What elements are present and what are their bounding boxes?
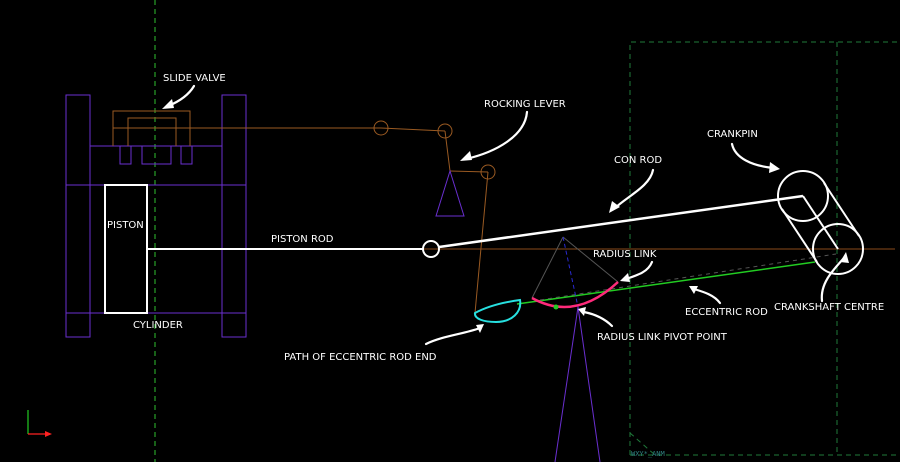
eccentric-rod-end-path [473, 298, 522, 324]
rocking-lever-support [435, 169, 465, 217]
eccentric-rod [516, 261, 816, 305]
crank [777, 170, 864, 275]
piston [104, 184, 148, 314]
reference-frame [629, 41, 900, 456]
axis-indicator [27, 410, 52, 437]
label-crankshaft-centre: CRANKSHAFT CENTRE [774, 302, 884, 313]
radius-link-pivot [553, 304, 559, 310]
radius-link [531, 281, 619, 309]
label-piston: PISTON [107, 220, 144, 231]
label-eccentric-rod: ECCENTRIC ROD [685, 307, 768, 318]
annotation-arrows [166, 84, 846, 346]
label-radius-link-pivot-point: RADIUS LINK PIVOT POINT [597, 332, 728, 343]
cylinder-assembly [65, 94, 247, 338]
eccentric-rod-ghost [539, 253, 837, 301]
label-crankpin: CRANKPIN [707, 129, 758, 140]
label-con-rod: CON ROD [614, 155, 662, 166]
con-rod [438, 194, 804, 249]
label-slide-valve: SLIDE VALVE [163, 73, 226, 84]
crosshead-pin [422, 240, 440, 258]
corner-tag: WXY*_ANM [631, 450, 665, 458]
label-cylinder: CYLINDER [133, 320, 183, 331]
arrow-heads [162, 99, 849, 333]
radius-link-frame [531, 236, 619, 308]
valve-linkage [152, 120, 496, 314]
label-rocking-lever: ROCKING LEVER [484, 99, 566, 110]
label-radius-link: RADIUS LINK [593, 249, 657, 260]
pivot-support [554, 306, 601, 462]
label-piston-rod: PISTON ROD [271, 234, 334, 245]
label-path-of-eccentric-rod-end: PATH OF ECCENTRIC ROD END [284, 352, 437, 363]
